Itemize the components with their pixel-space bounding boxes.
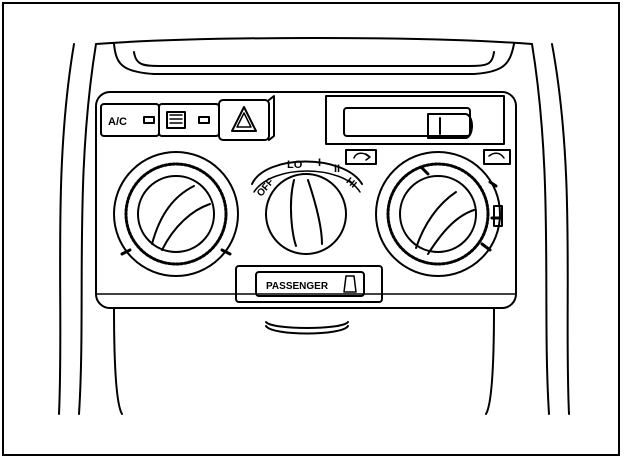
dashboard-climate-control-diagram: A/C OFF LO I II HI PASSENGER bbox=[58, 37, 570, 415]
passenger-label: PASSENGER bbox=[266, 281, 329, 292]
hazard-button[interactable] bbox=[218, 99, 270, 141]
mode-dial[interactable] bbox=[375, 151, 503, 277]
temperature-dial[interactable] bbox=[113, 151, 239, 277]
ac-label: A/C bbox=[108, 116, 127, 128]
button-row bbox=[100, 95, 275, 141]
hazard-icon bbox=[231, 106, 257, 132]
diagram-frame: A/C OFF LO I II HI PASSENGER bbox=[2, 2, 620, 456]
lower-compartment bbox=[113, 307, 495, 415]
climate-faceplate bbox=[95, 91, 517, 309]
fan-mid1-label: I bbox=[318, 157, 321, 169]
console-outline bbox=[58, 37, 570, 415]
passenger-airbag-panel bbox=[235, 265, 383, 303]
fresh-air-icon bbox=[483, 149, 511, 165]
temperature-indicator-icon bbox=[493, 205, 503, 227]
fan-lo-label: LO bbox=[287, 159, 303, 171]
fan-off-label: OFF bbox=[255, 177, 276, 199]
air-source-slider[interactable] bbox=[325, 95, 505, 145]
fan-speed-dial[interactable] bbox=[251, 160, 363, 255]
recirculation-icon bbox=[345, 149, 377, 165]
fan-mid2-label: II bbox=[334, 163, 340, 175]
